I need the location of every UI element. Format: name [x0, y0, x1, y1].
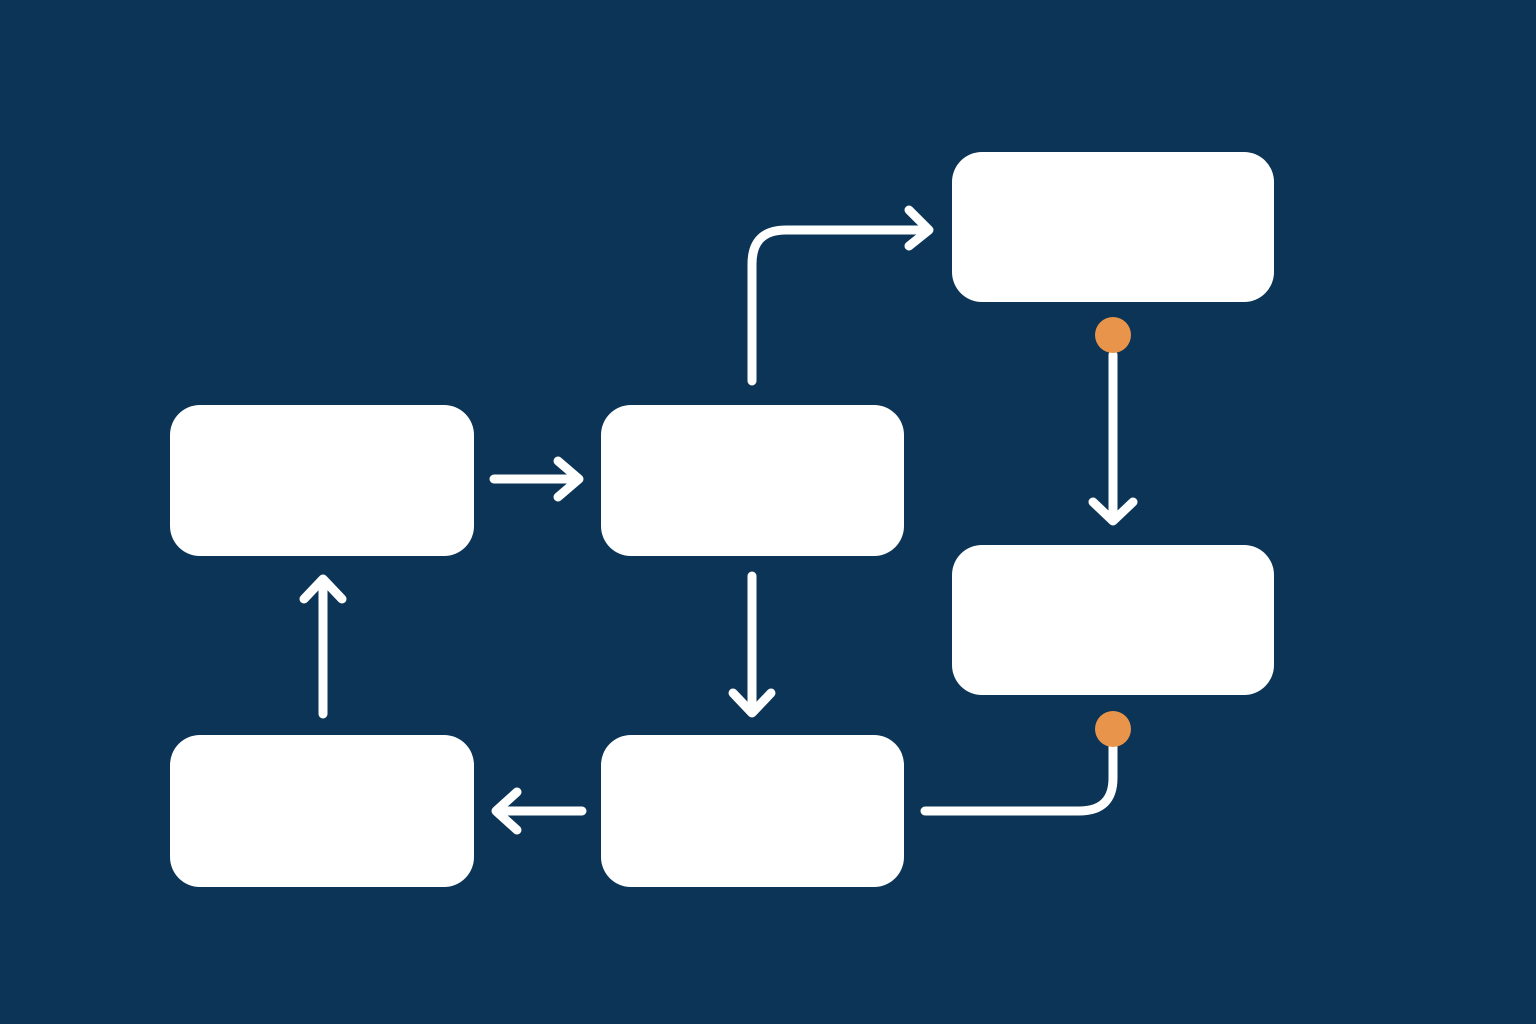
arrow-left-top-to-center-middle	[489, 456, 584, 502]
arrow-center-middle-to-center-bottom	[728, 571, 776, 718]
arrow-right-top-to-right-middle	[1088, 350, 1138, 526]
port-dot-right-middle	[1095, 711, 1131, 747]
box-left-bottom	[170, 735, 474, 887]
connector-right-middle-to-center-bottom	[920, 740, 1118, 816]
arrow-center-middle-to-right-top	[747, 205, 934, 386]
port-dot-right-top	[1095, 317, 1131, 353]
box-right-top	[952, 152, 1274, 302]
box-right-middle	[952, 545, 1274, 695]
box-center-middle	[601, 405, 904, 556]
box-center-bottom	[601, 735, 904, 887]
arrow-center-bottom-to-left-bottom	[491, 787, 587, 835]
arrow-left-bottom-to-left-top	[299, 574, 347, 719]
box-left-top	[170, 405, 474, 556]
